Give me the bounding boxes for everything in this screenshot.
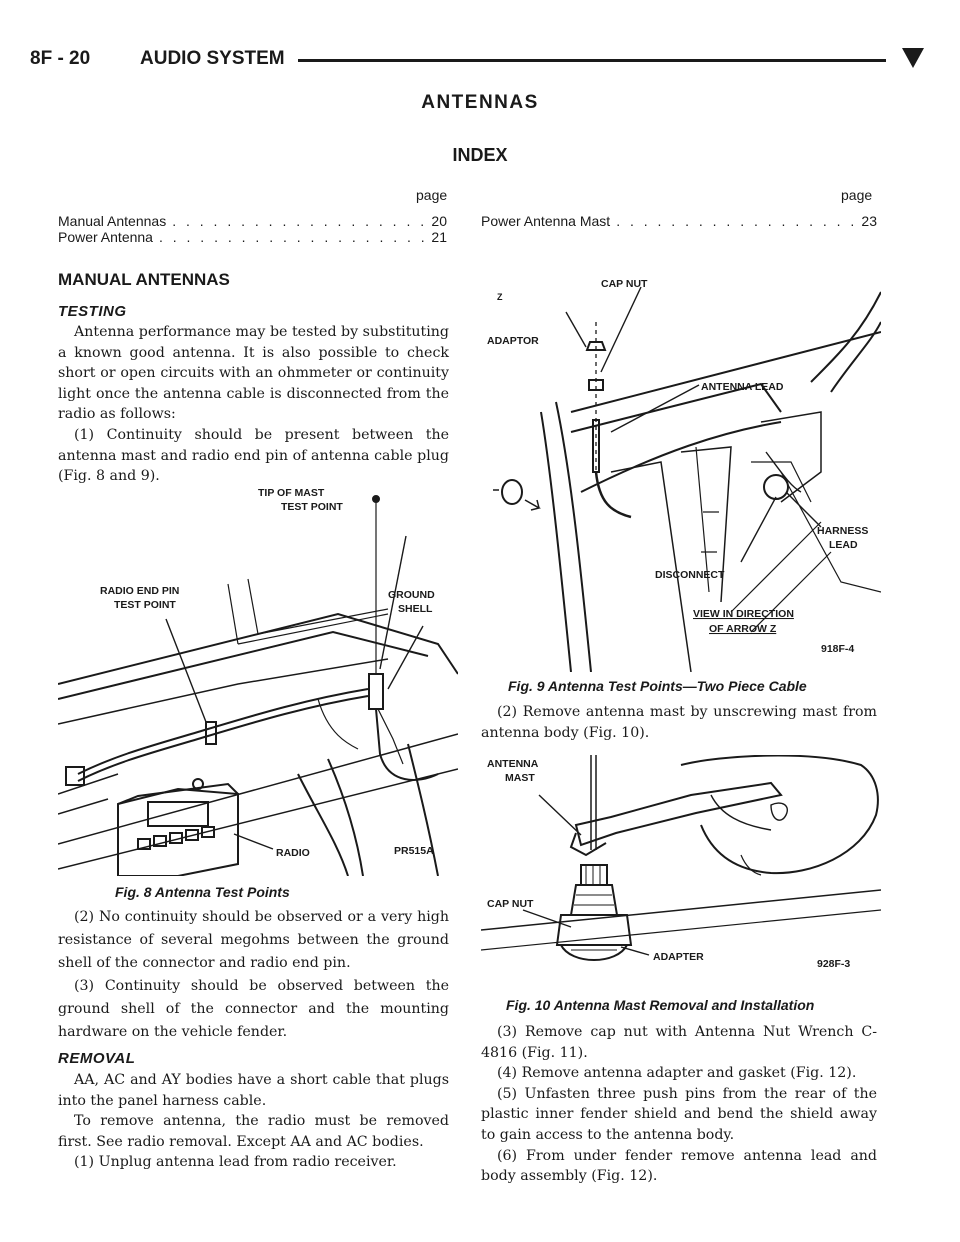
index-page-label-right: page xyxy=(841,187,873,203)
page-number: 8F - 20 xyxy=(30,48,91,69)
triangle-icon xyxy=(902,48,924,68)
index-entry[interactable]: Manual Antennas 20 xyxy=(58,213,447,229)
fig8-caption: Fig. 8 Antenna Test Points xyxy=(115,884,290,900)
fig8-label-radio-pin2: TEST POINT xyxy=(114,599,176,611)
fig10-label-mast1: ANTENNA xyxy=(487,758,539,770)
fig9-label-view2: OF ARROW Z xyxy=(709,623,777,635)
index-entry[interactable]: Power Antenna Mast 23 xyxy=(481,213,877,229)
removal-paragraph-2: To remove antenna, the radio must be rem… xyxy=(58,1113,449,1150)
fig8-label-tip2: TEST POINT xyxy=(281,501,343,513)
index-page-label-left: page xyxy=(416,187,448,203)
fig8-label-radio: RADIO xyxy=(276,847,310,859)
figure-9: Z CAP NUT ADAPTOR ANTENNA LEAD HARNESS L… xyxy=(481,272,881,672)
removal-step-5: (5) Unfasten three push pins from the re… xyxy=(481,1085,877,1143)
index-entry-label: Power Antenna Mast xyxy=(481,213,611,229)
leader-dots xyxy=(616,213,855,229)
fig9-code: 918F-4 xyxy=(821,643,854,655)
fig9-label-view1: VIEW IN DIRECTION xyxy=(693,608,794,620)
leader-dots xyxy=(172,213,425,229)
fig8-label-ground2: SHELL xyxy=(398,603,433,615)
testing-text-continued: (2) No continuity should be observed or … xyxy=(58,906,449,1044)
fig9-label-harness1: HARNESS xyxy=(817,525,868,537)
index-heading: INDEX xyxy=(452,145,508,165)
figure-10-illustration: ANTENNA MAST CAP NUT ADAPTER 928F-3 xyxy=(481,755,881,970)
fig9-label-z: Z xyxy=(497,292,503,302)
section-title: AUDIO SYSTEM xyxy=(140,48,285,69)
fig10-label-mast2: MAST xyxy=(505,772,535,784)
fig10-code: 928F-3 xyxy=(817,958,850,970)
removal-text-continued: (3) Remove cap nut with Antenna Nut Wren… xyxy=(481,1022,877,1187)
fig9-caption: Fig. 9 Antenna Test Points—Two Piece Cab… xyxy=(508,678,807,694)
figure-8: TIP OF MAST TEST POINT RADIO END PIN TES… xyxy=(58,484,458,876)
fig9-label-adaptor: ADAPTOR xyxy=(487,335,539,347)
testing-step-2: (2) No continuity should be observed or … xyxy=(58,909,449,971)
fig9-label-disconnect: DISCONNECT xyxy=(655,569,725,581)
fig8-label-radio-pin1: RADIO END PIN xyxy=(100,585,179,597)
removal-text: AA, AC and AY bodies have a short cable … xyxy=(58,1070,449,1173)
fig8-code: PR515A xyxy=(394,845,434,857)
fig10-label-cap-nut: CAP NUT xyxy=(487,898,534,910)
testing-paragraph-1: Antenna performance may be tested by sub… xyxy=(58,324,449,423)
removal-step-3: (3) Remove cap nut with Antenna Nut Wren… xyxy=(481,1024,877,1061)
page-title: ANTENNAS xyxy=(421,92,539,113)
index-entry-page: 21 xyxy=(431,229,447,245)
removal-step-6: (6) From under fender remove antenna lea… xyxy=(481,1147,877,1185)
index-entry-page: 23 xyxy=(861,213,877,229)
leader-dots xyxy=(159,229,425,245)
testing-text: Antenna performance may be tested by sub… xyxy=(58,322,449,487)
removal-text-step-2: (2) Remove antenna mast by unscrewing ma… xyxy=(481,702,877,743)
fig9-label-cap-nut: CAP NUT xyxy=(601,278,648,290)
index-entry-page: 20 xyxy=(431,213,447,229)
testing-heading: TESTING xyxy=(58,303,127,320)
fig9-label-harness2: LEAD xyxy=(829,539,858,551)
fig9-label-antenna-lead: ANTENNA LEAD xyxy=(701,381,784,393)
removal-step-1: (1) Unplug antenna lead from radio recei… xyxy=(74,1154,397,1171)
index-entry-label: Power Antenna xyxy=(58,229,153,245)
figure-10: ANTENNA MAST CAP NUT ADAPTER 928F-3 xyxy=(481,755,881,990)
page-header: 8F - 20 AUDIO SYSTEM xyxy=(30,42,930,76)
header-rule xyxy=(298,59,886,62)
testing-step-3: (3) Continuity should be observed betwee… xyxy=(58,978,449,1040)
figure-9-illustration: Z CAP NUT ADAPTOR ANTENNA LEAD HARNESS L… xyxy=(487,278,881,672)
fig8-label-ground1: GROUND xyxy=(388,589,435,601)
removal-heading: REMOVAL xyxy=(58,1050,136,1067)
index-entry[interactable]: Power Antenna 21 xyxy=(58,229,447,245)
testing-step-1: (1) Continuity should be present between… xyxy=(58,426,449,485)
removal-step-4: (4) Remove antenna adapter and gasket (F… xyxy=(497,1065,857,1082)
fig10-label-adapter: ADAPTER xyxy=(653,951,704,963)
index-entry-label: Manual Antennas xyxy=(58,213,167,229)
manual-antennas-heading: MANUAL ANTENNAS xyxy=(58,270,230,289)
fig10-caption: Fig. 10 Antenna Mast Removal and Install… xyxy=(506,997,815,1013)
fig8-label-tip1: TIP OF MAST xyxy=(258,487,325,499)
figure-8-illustration: TIP OF MAST TEST POINT RADIO END PIN TES… xyxy=(58,487,458,876)
removal-paragraph-1: AA, AC and AY bodies have a short cable … xyxy=(58,1072,449,1109)
removal-step-2: (2) Remove antenna mast by unscrewing ma… xyxy=(481,704,877,741)
